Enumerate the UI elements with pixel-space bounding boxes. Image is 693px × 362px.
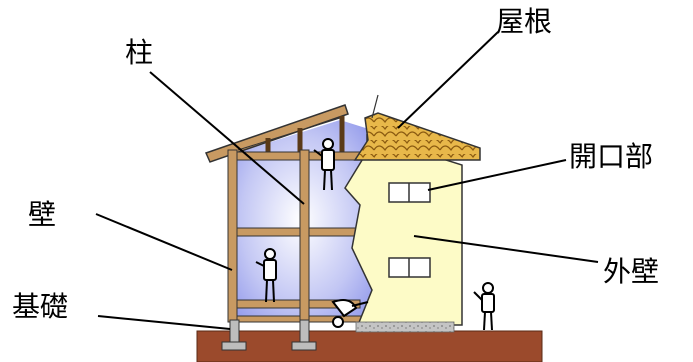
roof-tiles [355, 113, 480, 160]
label-exterior-wall: 外壁 [603, 256, 659, 288]
leader-wall [96, 214, 232, 270]
window-lower [389, 258, 430, 277]
label-opening: 開口部 [569, 141, 653, 173]
label-pillar: 柱 [125, 37, 153, 69]
worker-outside [474, 283, 494, 330]
window-upper [389, 183, 430, 202]
foundation-gravel [356, 322, 454, 332]
sill [228, 316, 366, 322]
label-roof: 屋根 [496, 6, 552, 38]
label-foundation: 基礎 [12, 291, 68, 323]
post-left [228, 150, 237, 322]
ground [197, 331, 542, 362]
label-wall: 壁 [28, 199, 56, 231]
post-middle [300, 150, 309, 322]
leader-roof [398, 32, 498, 128]
leader-foundation [98, 316, 230, 329]
